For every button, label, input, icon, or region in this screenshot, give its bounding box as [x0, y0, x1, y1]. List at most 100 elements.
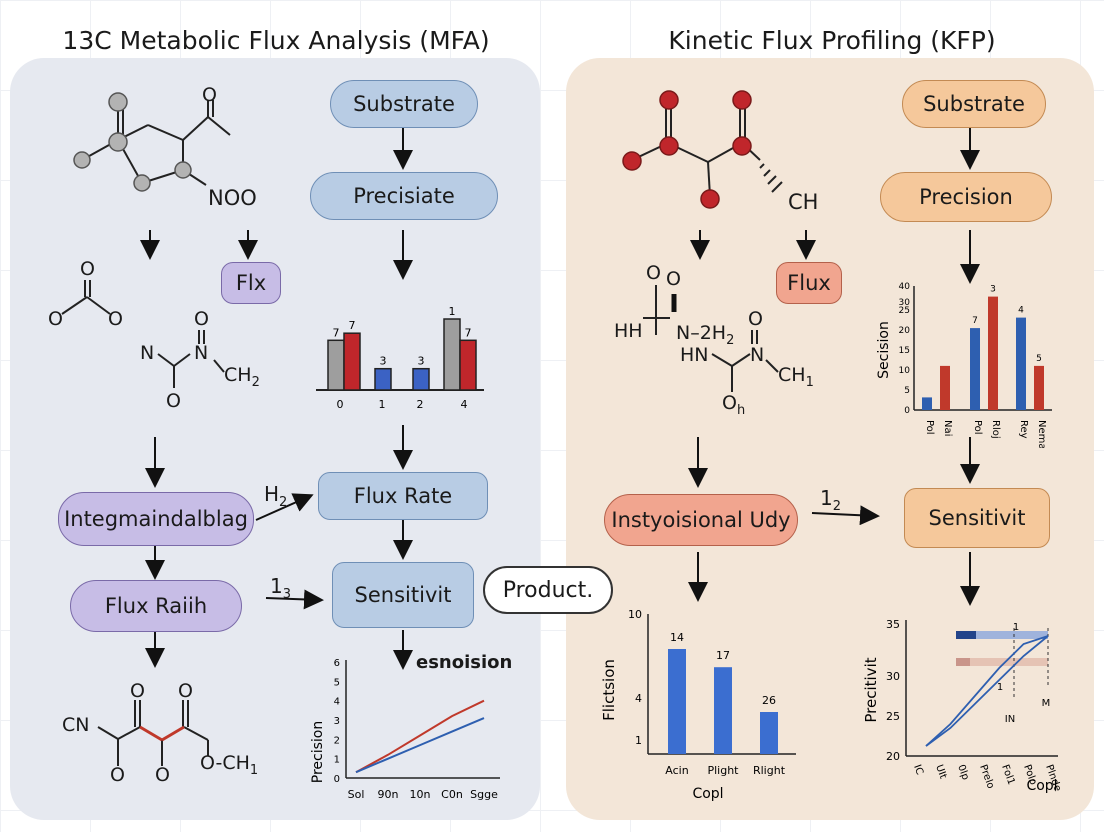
mfa-bar: [327, 339, 345, 391]
mfa-mol4-och: O-CH1: [200, 752, 259, 778]
kfp-flux-xtick: Rlight: [753, 764, 786, 777]
kfp-flux-bar: [714, 667, 732, 754]
mfa-line-ytick: 2: [334, 735, 340, 746]
kfp-bar-ytick: 10: [899, 366, 911, 376]
mfa-bar-label: 3: [418, 355, 425, 368]
kfp-bar-label: 5: [1036, 354, 1042, 364]
mfa-sensitivit-node[interactable]: Sensitivit: [332, 562, 474, 628]
kfp-sensitivit-node[interactable]: Sensitivit: [904, 488, 1050, 548]
mfa-line-xtick: 90n: [378, 788, 399, 801]
mfa-mol4-o4: O: [155, 764, 170, 786]
mfa-bar: [443, 318, 461, 391]
kfp-line-annotation: M: [1042, 698, 1051, 709]
mfa-flux-rate-node[interactable]: Flux Rate: [318, 472, 488, 520]
mfa-bar: [374, 367, 392, 391]
kfp-flux-bar: [668, 649, 686, 754]
kfp-line-xtick: Fol1: [999, 763, 1016, 786]
kfp-line-ytick: 35: [886, 618, 900, 631]
kfp-mol3-hn: HN: [680, 344, 709, 366]
kfp-mol2-nh: N–2H2: [676, 322, 735, 348]
kfp-bar: [940, 365, 950, 410]
mfa-mol2-o3: O: [108, 308, 123, 330]
kfp-12-label: 12: [820, 486, 842, 514]
mfa-molecule-1: [81, 100, 231, 186]
mfa-title: 13C Metabolic Flux Analysis (MFA): [62, 26, 490, 55]
kfp-mol2-o2: O: [666, 268, 681, 290]
kfp-bar-label: 7: [972, 316, 978, 326]
mfa-mol4-o2: O: [178, 680, 193, 702]
mfa-bar-xtick: 4: [461, 398, 468, 411]
kfp-bar-xtick: Pol: [972, 420, 983, 435]
mfa-flux-raiih-node[interactable]: Flux Raiih: [70, 580, 242, 632]
kfp-flux-ytick: 10: [628, 608, 642, 621]
mfa-mol4-o1: O: [130, 680, 145, 702]
kfp-bar-xtick: Pol: [924, 420, 935, 435]
mfa-bar-label: 7: [333, 326, 340, 339]
mfa-bar-label: 1: [449, 305, 456, 318]
kfp-bar-ytick: 0: [904, 406, 910, 416]
kfp-bar: [922, 397, 932, 410]
kfp-insty-node[interactable]: Instyoisional Udy: [604, 494, 798, 546]
mfa-mol3-o1: O: [194, 308, 209, 330]
mfa-line-ytick: 0: [334, 774, 340, 785]
mfa-molecule-3: [157, 330, 225, 388]
kfp-flux-ytick: 1: [635, 734, 642, 747]
kfp-line-xtick: UIt: [933, 763, 948, 780]
kfp-line-ylabel: Precitivit: [862, 657, 880, 722]
kfp-wedge: [759, 163, 783, 193]
mfa-molecule-2: [61, 280, 111, 315]
mfa-bar-xtick: 0: [337, 398, 344, 411]
mfa-mol1-o: O: [202, 84, 217, 106]
kfp-bar: [970, 328, 980, 410]
mfa-mol4-cn: CN: [62, 714, 90, 736]
mfa-bar-label: 7: [465, 326, 472, 339]
kfp-line-xtick: Polo: [1021, 763, 1038, 786]
mfa-substrate-node[interactable]: Substrate: [330, 80, 478, 128]
kfp-substrate-node[interactable]: Substrate: [902, 80, 1046, 128]
kfp-line-series: [925, 635, 1049, 747]
kfp-bar-label: 4: [1018, 306, 1024, 316]
mfa-flx-node[interactable]: Flx: [221, 262, 281, 304]
kfp-line-xtick: IC: [911, 763, 925, 776]
kfp-line-xtick: Prelo: [977, 763, 996, 790]
kfp-flux-xtick: Plight: [707, 764, 739, 777]
kfp-mol3-n: N: [750, 344, 765, 366]
kfp-bar-ytick: 20: [899, 326, 911, 336]
kfp-flux-label: 17: [716, 649, 730, 662]
kfp-title: Kinetic Flux Profiling (KFP): [668, 26, 996, 55]
kfp-bar-xtick: Nema: [1036, 420, 1047, 448]
kfp-band-salmon-dark: [956, 658, 970, 666]
kfp-flux-ytick: 4: [635, 692, 642, 705]
kfp-flux-node[interactable]: Flux: [776, 262, 842, 304]
kfp-bar-ytick: 15: [899, 346, 910, 356]
product-node[interactable]: Product.: [483, 566, 613, 614]
mfa-bar: [343, 332, 361, 391]
mfa-line-series: [355, 699, 485, 774]
kfp-flux-xlabel: Copl: [692, 786, 723, 802]
mfa-mol3-n: N: [140, 342, 155, 364]
kfp-precision-node[interactable]: Precision: [880, 172, 1052, 222]
kfp-bar-ytick: 40: [899, 282, 911, 292]
mfa-13-label: 13: [270, 574, 292, 602]
mfa-line-ytick: 1: [334, 755, 340, 766]
kfp-molecule-2: [643, 285, 670, 335]
kfp-line-ytick: 25: [886, 710, 900, 723]
mfa-integ-node[interactable]: Integmaindalblag: [58, 492, 254, 546]
mfa-line-xtick: Sol: [348, 788, 365, 801]
kfp-molecule-3: [711, 330, 779, 392]
kfp-bar: [1034, 365, 1044, 410]
kfp-bar: [988, 296, 998, 410]
kfp-mol3-o1: O: [748, 308, 763, 330]
kfp-flux-label: 14: [670, 631, 684, 644]
mfa-bar-xtick: 1: [379, 398, 386, 411]
kfp-band-blue-dark: [956, 631, 976, 639]
kfp-bar-xtick: Rloj: [990, 420, 1001, 439]
mfa-mol2-o1: O: [80, 258, 95, 280]
mfa-precisiate-node[interactable]: Precisiate: [310, 172, 498, 220]
kfp-line-annotation: IN: [1005, 714, 1015, 725]
kfp-bar-ytick: 5: [904, 386, 910, 396]
mfa-mol2-o2: O: [48, 308, 63, 330]
